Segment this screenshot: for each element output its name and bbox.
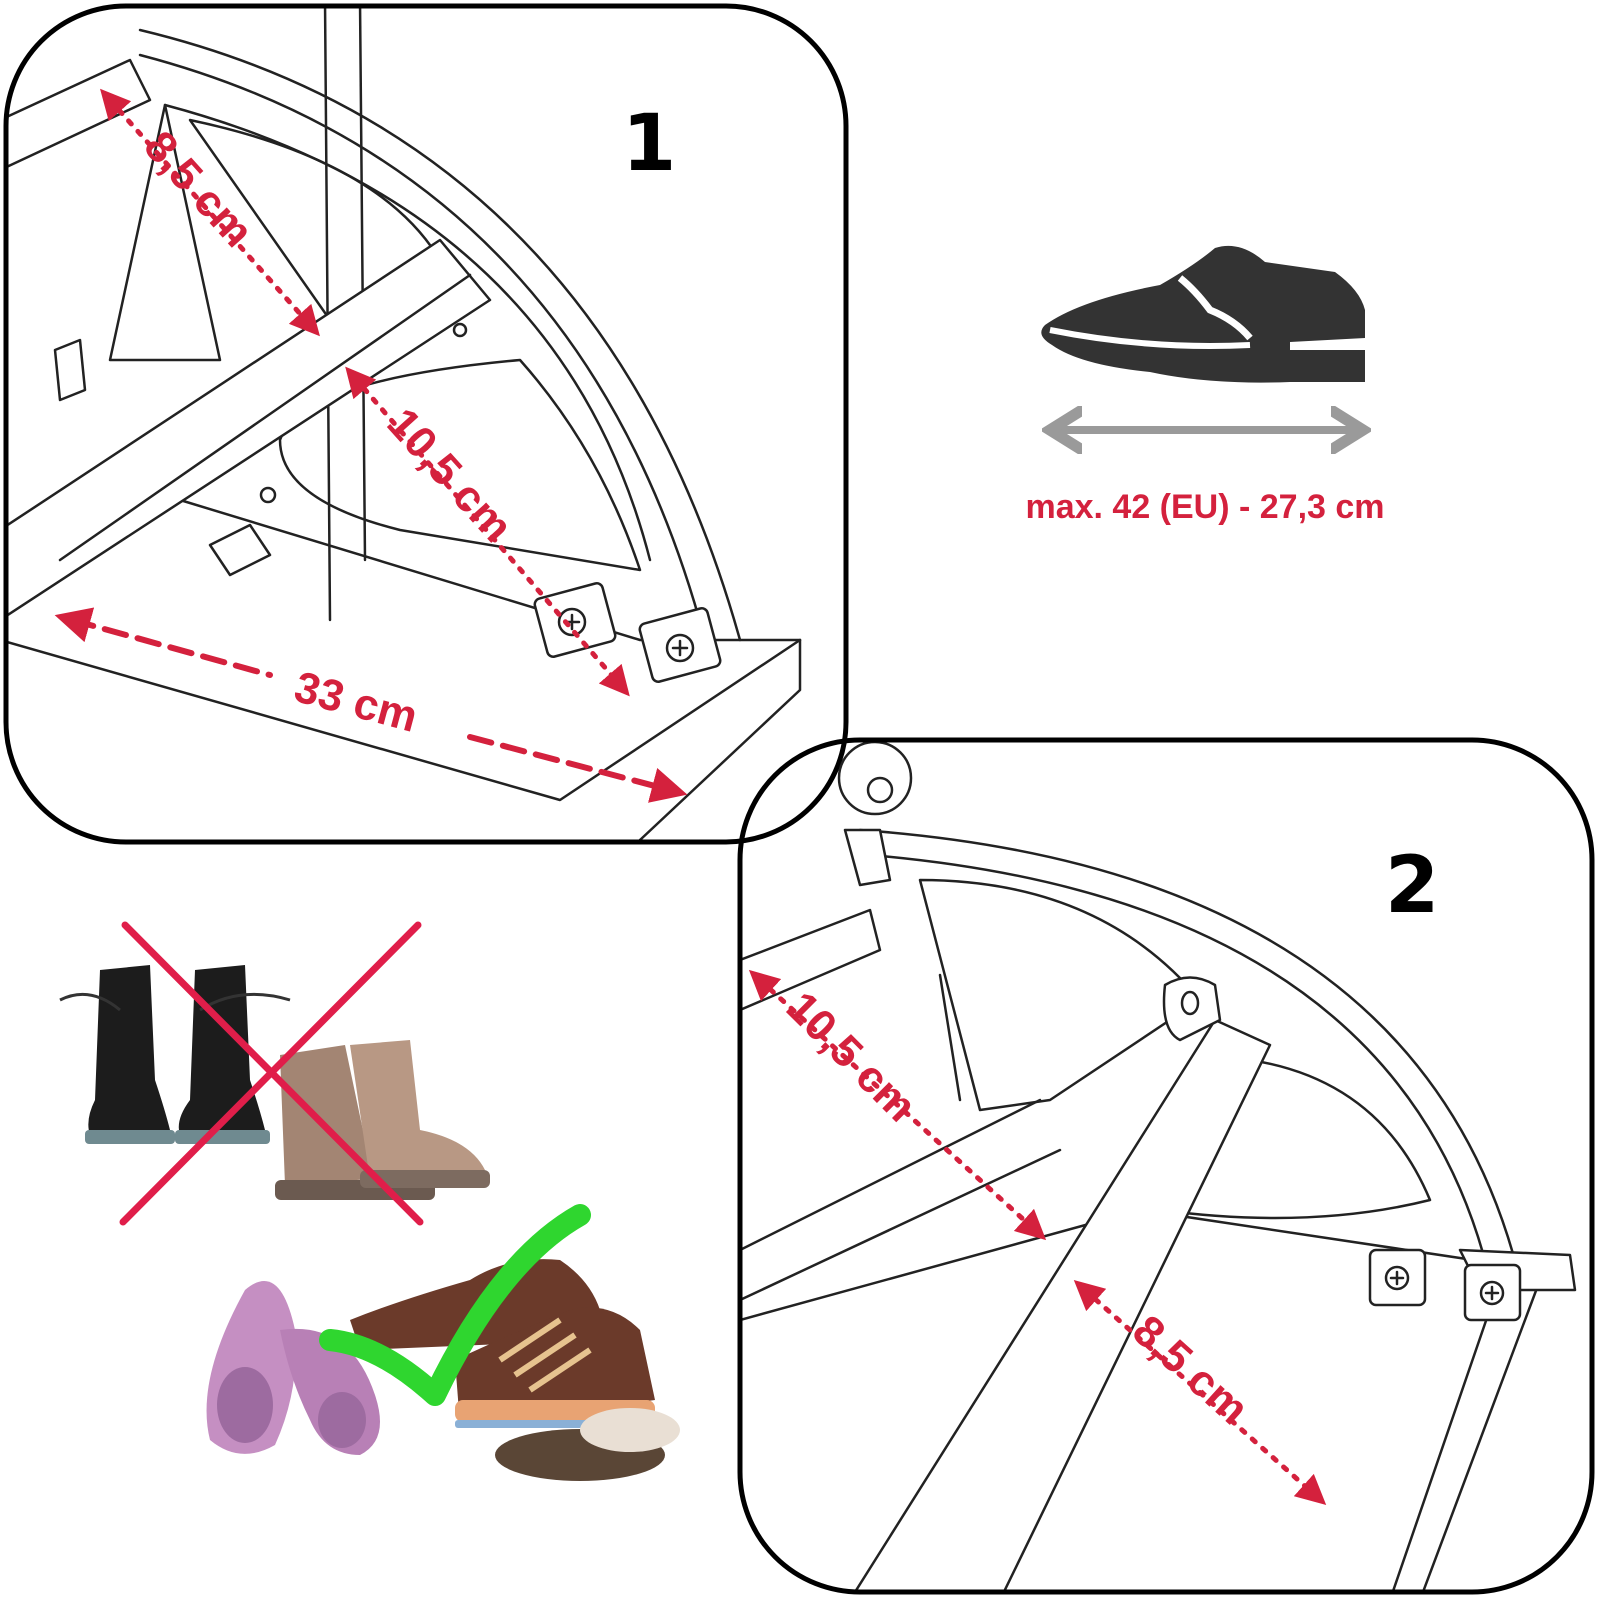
dimension-arrow-33 [54,607,688,803]
dimension-arrow-8-5 [100,88,320,337]
panel-2-frame [737,737,1595,1595]
top-hook-icon [837,740,913,887]
allowed-footwear [206,1204,680,1481]
work-boots-icon [275,1040,490,1200]
ballet-flats-icon [206,1281,380,1455]
dim-label-left: 10,5 cm [777,982,926,1131]
dimension-arrow-10-5 [748,969,1047,1241]
shoe-size-info: max. 42 (EU) - 27,3 cm [1025,245,1385,526]
rack-illustration-2 [740,740,1577,1592]
checkmark-icon [319,1204,591,1406]
dimension-arrow-10-5 [345,366,630,697]
not-allowed-footwear [59,921,490,1226]
slippers-icon [495,1408,680,1481]
screw-bracket-icon [1463,1263,1522,1322]
screw-bracket-icon [533,582,617,658]
panel-1-frame [3,3,849,845]
screw-bracket-icon [638,607,722,683]
panel-1: 8,5 cm 10,5 cm 33 cm 1 [3,3,849,845]
dress-shoe-icon [1041,245,1365,383]
shoe-size-caption: max. 42 (EU) - 27,3 cm [1025,488,1384,526]
dim-label-right: 8,5 cm [1123,1306,1258,1434]
panel-number-1: 1 [622,99,676,189]
black-boots-icon [59,965,291,1144]
panel-2: 10,5 cm 8,5 cm 2 [737,737,1595,1595]
cross-icon [119,921,424,1226]
dimension-arrow-8-5 [1073,1280,1327,1505]
dim-label-top: 8,5 cm [135,122,263,257]
screw-bracket-icon [1368,1248,1427,1307]
dim-label-bottom: 33 cm [289,662,422,742]
panel-number-2: 2 [1385,841,1439,931]
